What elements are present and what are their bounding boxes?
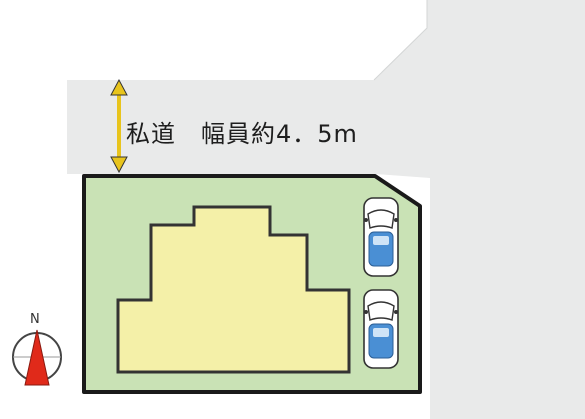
car-icon	[363, 289, 399, 369]
double-arrow-icon	[110, 78, 128, 174]
house-footprint	[116, 205, 351, 374]
private-road	[67, 0, 585, 419]
road-edge	[373, 0, 428, 81]
road-width-label: 私道 幅員約4．5m	[126, 120, 358, 148]
compass-icon	[12, 329, 62, 386]
north-label: N	[30, 312, 40, 327]
car-icon	[363, 197, 399, 277]
